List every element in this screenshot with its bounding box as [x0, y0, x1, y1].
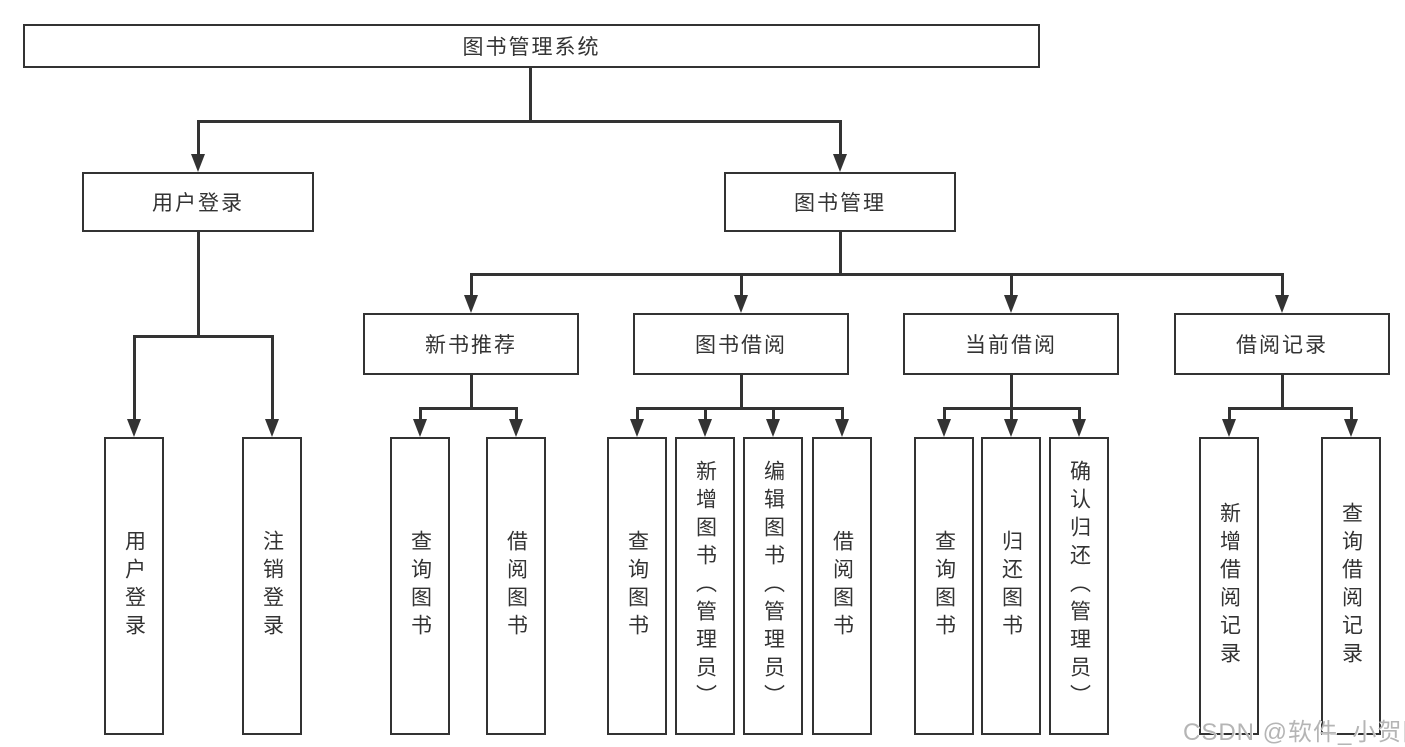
connector-drop-user	[197, 120, 200, 156]
connector-drop-leaf	[1010, 407, 1013, 421]
connector-borrow-rail	[636, 407, 844, 410]
leaf-current-confirm-return-admin: 确认归还（管理员）	[1049, 437, 1109, 735]
connector-books-stem	[839, 232, 842, 273]
arrowhead	[1004, 295, 1018, 313]
node-current-borrow: 当前借阅	[903, 313, 1119, 375]
leaf-current-query-book: 查询图书	[914, 437, 974, 735]
leaf-borrow-edit-book-admin: 编辑图书（管理员）	[743, 437, 803, 735]
arrowhead	[766, 419, 780, 437]
connector-drop-leaf	[636, 407, 639, 421]
node-book-borrow: 图书借阅	[633, 313, 849, 375]
arrowhead	[127, 419, 141, 437]
arrowhead	[464, 295, 478, 313]
arrowhead	[1004, 419, 1018, 437]
connector-level1-rail	[197, 120, 842, 123]
connector-borrow-stem	[740, 375, 743, 407]
leaf-borrow-add-book-admin: 新增图书（管理员）	[675, 437, 735, 735]
connector-drop-current	[1010, 273, 1013, 297]
connector-current-stem	[1010, 375, 1013, 407]
connector-recommend-rail	[419, 407, 518, 410]
node-borrow-records: 借阅记录	[1174, 313, 1390, 375]
connector-level3-rail	[470, 273, 1284, 276]
connector-drop-leaf	[1228, 407, 1231, 421]
csdn-watermark: CSDN @软件_小贺同学	[1183, 719, 1405, 746]
connector-recommend-stem	[470, 375, 473, 407]
connector-drop-leaf	[515, 407, 518, 421]
arrowhead	[698, 419, 712, 437]
node-new-book-recommend: 新书推荐	[363, 313, 579, 375]
leaf-borrow-query-book: 查询图书	[607, 437, 667, 735]
connector-user-stem	[197, 232, 200, 335]
arrowhead	[413, 419, 427, 437]
connector-root-stem	[529, 68, 532, 120]
arrowhead	[937, 419, 951, 437]
connector-drop-borrow	[740, 273, 743, 297]
connector-records-stem	[1281, 375, 1284, 407]
leaf-current-return-book: 归还图书	[981, 437, 1041, 735]
arrowhead	[833, 154, 847, 172]
node-root-system: 图书管理系统	[23, 24, 1040, 68]
leaf-borrow-borrow-book: 借阅图书	[812, 437, 872, 735]
connector-drop-leaf	[1078, 407, 1081, 421]
connector-drop-leaf	[419, 407, 422, 421]
arrowhead	[1222, 419, 1236, 437]
connector-drop-leaf	[704, 407, 707, 421]
connector-drop-user-logout	[271, 335, 274, 421]
connector-drop-leaf	[841, 407, 844, 421]
arrowhead	[835, 419, 849, 437]
leaf-user-logout: 注销登录	[242, 437, 302, 735]
arrowhead	[509, 419, 523, 437]
arrowhead	[1275, 295, 1289, 313]
leaf-recommend-borrow-book: 借阅图书	[486, 437, 546, 735]
connector-user-rail	[133, 335, 274, 338]
leaf-records-query-record: 查询借阅记录	[1321, 437, 1381, 735]
connector-drop-leaf	[943, 407, 946, 421]
connector-drop-leaf	[772, 407, 775, 421]
connector-records-rail	[1228, 407, 1353, 410]
arrowhead	[1072, 419, 1086, 437]
connector-drop-books	[839, 120, 842, 156]
connector-drop-records	[1281, 273, 1284, 297]
connector-drop-leaf	[1350, 407, 1353, 421]
leaf-records-add-record: 新增借阅记录	[1199, 437, 1259, 735]
leaf-recommend-query-book: 查询图书	[390, 437, 450, 735]
leaf-user-login: 用户登录	[104, 437, 164, 735]
arrowhead	[1344, 419, 1358, 437]
node-user-login-branch: 用户登录	[82, 172, 314, 232]
arrowhead	[191, 154, 205, 172]
connector-drop-recommend	[470, 273, 473, 297]
arrowhead	[265, 419, 279, 437]
arrowhead	[734, 295, 748, 313]
arrowhead	[630, 419, 644, 437]
node-book-management-branch: 图书管理	[724, 172, 956, 232]
connector-drop-user-login	[133, 335, 136, 421]
